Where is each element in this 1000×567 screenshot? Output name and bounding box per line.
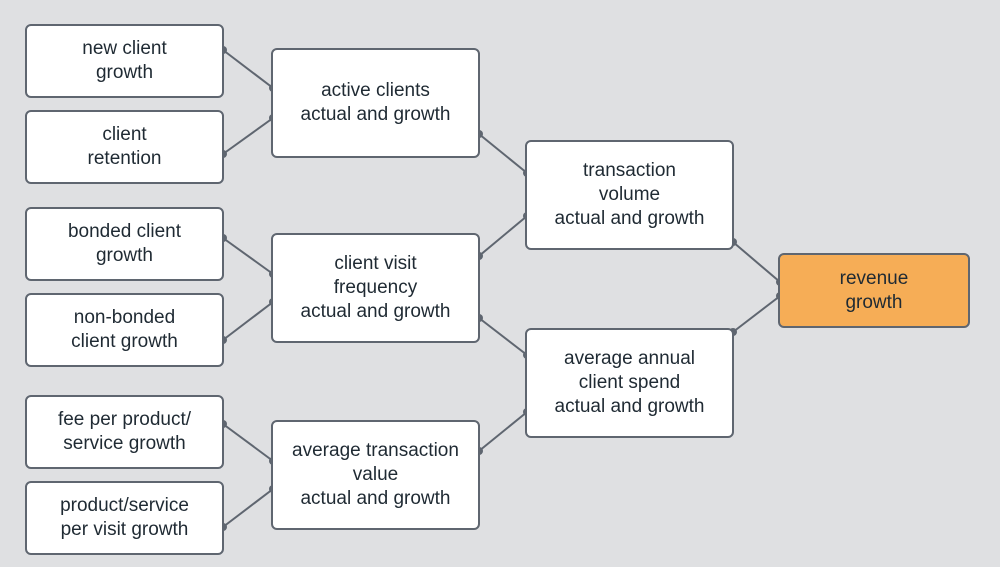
edge-spend-to-revenue	[732, 295, 781, 333]
node-label: new client growth	[82, 38, 167, 83]
node-label: fee per product/ service growth	[57, 409, 192, 454]
edge-visit-frequency-to-spend	[478, 317, 528, 356]
edge-new-client-to-active-clients	[222, 49, 274, 89]
node-label: average annual client spend actual and g…	[554, 348, 705, 417]
edge-bonded-to-visit-frequency	[222, 237, 274, 275]
node-fee-per-product-service-growth: fee per product/ service growth	[25, 395, 224, 469]
node-label: non-bonded client growth	[71, 307, 178, 352]
edge-active-clients-to-volume	[478, 133, 528, 174]
edge-per-visit-to-avg-transaction	[222, 488, 274, 528]
node-average-annual-client-spend: average annual client spend actual and g…	[525, 328, 734, 438]
edge-non-bonded-to-visit-frequency	[222, 301, 274, 341]
edge-retention-to-active-clients	[222, 117, 274, 155]
node-bonded-client-growth: bonded client growth	[25, 207, 224, 281]
node-active-clients: active clients actual and growth	[271, 48, 480, 158]
node-new-client-growth: new client growth	[25, 24, 224, 98]
node-average-transaction-value: average transaction value actual and gro…	[271, 420, 480, 530]
edge-visit-frequency-to-volume	[478, 215, 528, 257]
edge-avg-transaction-to-spend	[478, 411, 528, 452]
node-label: client retention	[87, 124, 162, 169]
node-transaction-volume: transaction volume actual and growth	[525, 140, 734, 250]
node-client-retention: client retention	[25, 110, 224, 184]
node-label: client visit frequency actual and growth	[300, 253, 451, 322]
node-non-bonded-client-growth: non-bonded client growth	[25, 293, 224, 367]
node-revenue-growth: revenue growth	[778, 253, 970, 328]
edge-volume-to-revenue	[732, 241, 781, 283]
node-label: transaction volume actual and growth	[554, 160, 705, 229]
node-client-visit-frequency: client visit frequency actual and growth	[271, 233, 480, 343]
node-label: average transaction value actual and gro…	[292, 440, 459, 509]
node-label: product/service per visit growth	[60, 495, 189, 540]
node-product-service-per-visit-growth: product/service per visit growth	[25, 481, 224, 555]
edge-fee-to-avg-transaction	[222, 423, 274, 462]
node-label: revenue growth	[839, 267, 909, 313]
node-label: active clients actual and growth	[300, 80, 451, 125]
node-label: bonded client growth	[67, 221, 182, 266]
